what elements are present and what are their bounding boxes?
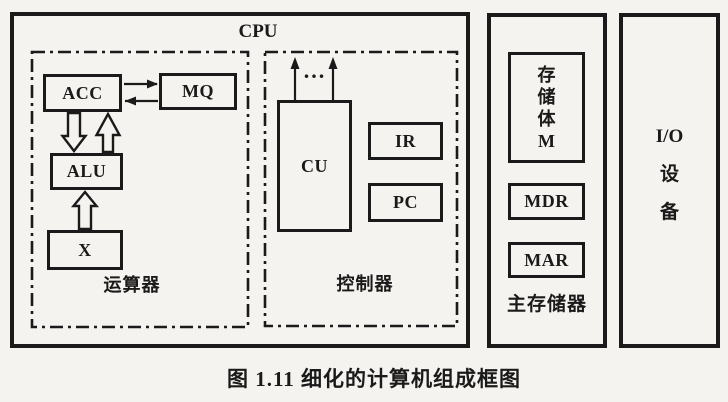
arithmetic-section-label: 运算器 <box>103 275 161 295</box>
storage-body-line: M <box>538 130 555 151</box>
io-device-label: I/O 设 备 <box>619 118 720 232</box>
main-memory-box <box>487 13 607 348</box>
ir-register-box: IR <box>368 122 443 160</box>
cu-box: CU <box>277 100 352 232</box>
storage-body-box: 存 储 体 M <box>508 52 585 163</box>
io-device-box <box>619 13 720 348</box>
pc-label: PC <box>393 192 418 212</box>
cpu-box <box>10 12 470 348</box>
x-register-box: X <box>47 230 123 270</box>
alu-label: ALU <box>66 161 107 181</box>
alu-box: ALU <box>50 153 123 190</box>
mdr-label: MDR <box>524 191 569 211</box>
cu-ellipsis: ... <box>303 58 327 83</box>
cpu-title: CPU <box>238 21 278 42</box>
mar-label: MAR <box>524 249 569 270</box>
io-device-line: I/O <box>655 126 684 147</box>
storage-body-line: 储 <box>537 86 556 107</box>
mq-label: MQ <box>182 81 214 101</box>
acc-label: ACC <box>62 82 103 103</box>
pc-register-box: PC <box>368 183 443 222</box>
storage-body-line: 存 <box>537 64 556 85</box>
control-section-label: 控制器 <box>336 274 394 294</box>
io-device-line: 设 <box>659 164 679 185</box>
main-memory-label: 主存储器 <box>506 294 587 315</box>
mar-register-box: MAR <box>508 242 585 278</box>
cu-label: CU <box>301 155 328 176</box>
mq-register-box: MQ <box>159 73 237 110</box>
x-label: X <box>78 239 92 260</box>
io-device-line: 备 <box>659 202 679 223</box>
mdr-register-box: MDR <box>508 183 585 220</box>
acc-register-box: ACC <box>43 74 122 112</box>
ir-label: IR <box>394 130 416 151</box>
figure-caption: 图 1.11 细化的计算机组成框图 <box>226 367 522 391</box>
storage-body-line: 体 <box>537 108 556 129</box>
